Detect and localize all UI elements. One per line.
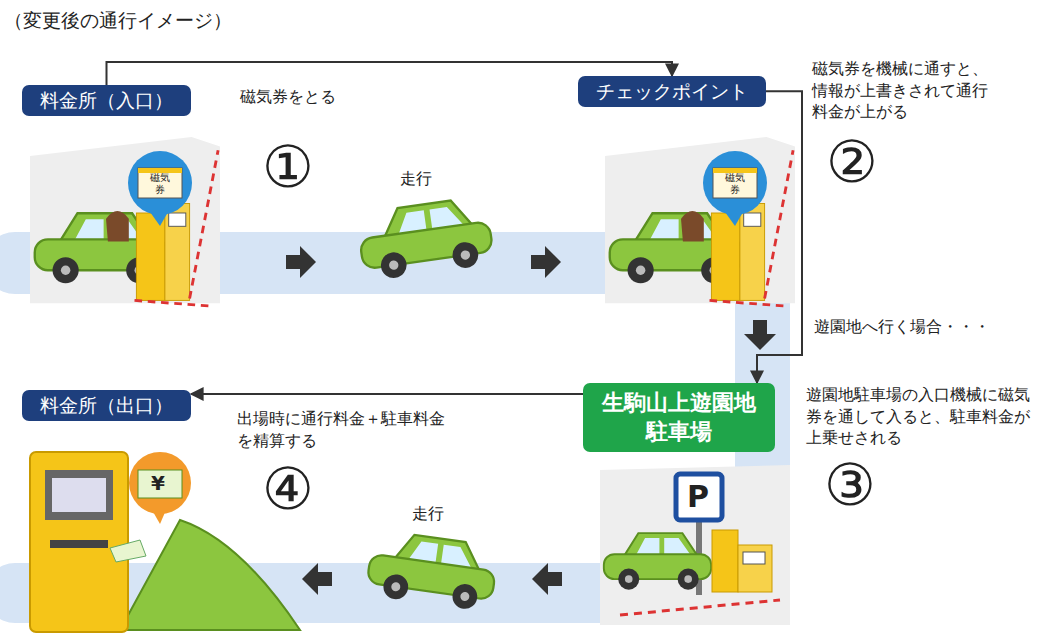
callout-number: ① (262, 138, 314, 196)
diagram-title: （変更後の通行イメージ） (4, 8, 232, 34)
node-text: 料金所（入口） (40, 88, 173, 113)
node-text: 料金所（出口） (40, 393, 173, 418)
callout-number: ③ (824, 456, 876, 514)
step-note: 磁気券を機械に通すと、情報が上書きされて通行料金が上がる (812, 58, 994, 123)
callout-number: ② (826, 133, 878, 191)
node-text: チェックポイント (596, 79, 748, 104)
node-text: 生駒山上遊園地 駐車場 (593, 389, 765, 446)
drive-label: 走行 (412, 503, 444, 525)
callout-number: ④ (262, 460, 314, 518)
step-note: 磁気券をとる (240, 86, 336, 108)
tollgate-label: 料金所（出口） (22, 390, 191, 421)
drive-label: 走行 (400, 168, 432, 190)
yen-sign: ¥ (151, 470, 165, 497)
step-note: 遊園地駐車場の入口機械に磁気券を通して入ると、駐車料金が上乗せされる (806, 384, 1036, 449)
tollgate-label: 料金所（入口） (22, 85, 191, 116)
parking-sign: P (687, 477, 709, 518)
checkpoint-label: チェックポイント (578, 76, 766, 107)
ticket-text: 磁気券 (149, 172, 171, 195)
step-note: 出場時に通行料金＋駐車料金を精算する (237, 408, 452, 451)
flow-connector (191, 393, 583, 395)
parking-label: 生駒山上遊園地 駐車場 (583, 383, 775, 452)
ticket-text: 磁気券 (724, 172, 746, 195)
edge-label: 遊園地へ行く場合・・・ (812, 316, 992, 338)
flow-connector (757, 91, 802, 383)
